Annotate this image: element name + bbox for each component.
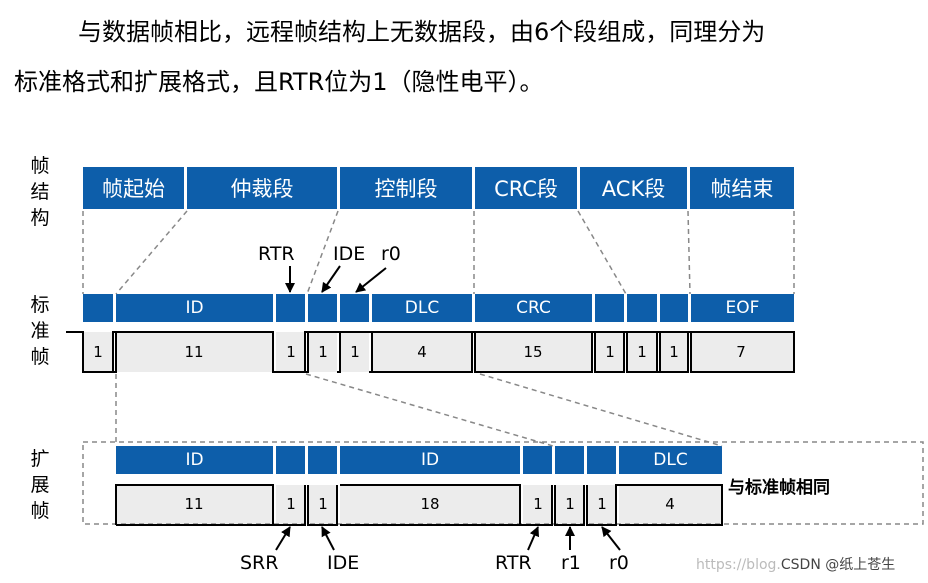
- ext-bits-dlc: 4: [665, 495, 675, 513]
- standard-frame-label: 标 准 帧: [30, 294, 50, 368]
- std-arrows: [285, 265, 387, 293]
- ext-field-id-base: ID: [116, 446, 273, 474]
- segment-crc: CRC段: [475, 167, 577, 209]
- ext-field-r1: [555, 446, 584, 474]
- std-field-rtr: [276, 294, 305, 322]
- std-bits-r0: 1: [350, 343, 360, 361]
- description-line-1: 与数据帧相比，远程帧结构上无数据段，由6个段组成，同理分为: [78, 18, 766, 46]
- ext-bits-ide: 1: [318, 495, 328, 513]
- same-as-standard-note: 与标准帧相同: [728, 478, 830, 498]
- watermark: https://blog.CSDN @纸上苍生: [696, 554, 895, 574]
- std-bits-ack-delim: 1: [669, 343, 679, 361]
- std-bits-id: 11: [184, 343, 204, 361]
- ext-annotation-r0: r0: [609, 552, 629, 574]
- std-field-eof: EOF: [691, 294, 794, 322]
- std-bit-borders: [83, 331, 661, 373]
- ext-field-rtr: [523, 446, 552, 474]
- std-field-crc-delim: [595, 294, 624, 322]
- segment-sof: 帧起始: [83, 167, 184, 209]
- ext-annotation-r1: r1: [561, 552, 581, 574]
- extended-frame-label: 扩 展 帧: [30, 448, 50, 522]
- segment-control: 控制段: [340, 167, 472, 209]
- std-bits-eof: 7: [736, 343, 746, 361]
- ext-bits-id-ext: 18: [420, 495, 440, 513]
- ext-bits-id-base: 11: [184, 495, 204, 513]
- std-bits-dlc: 4: [417, 343, 427, 361]
- watermark-url: https://blog.: [696, 557, 781, 573]
- std-bits-crc-delim: 1: [605, 343, 615, 361]
- std-field-crc: CRC: [475, 294, 592, 322]
- std-field-r0: [340, 294, 369, 322]
- std-bits-sof: 1: [93, 343, 103, 361]
- std-bits-ack: 1: [637, 343, 647, 361]
- std-bits-ide: 1: [318, 343, 328, 361]
- std-bits-crc: 15: [523, 343, 543, 361]
- std-bits-rtr: 1: [286, 343, 296, 361]
- ext-annotation-rtr: RTR: [495, 552, 532, 574]
- segment-arbitration: 仲裁段: [187, 167, 337, 209]
- std-field-ide: [308, 294, 337, 322]
- segment-eof: 帧结束: [690, 167, 794, 209]
- ext-field-srr: [276, 446, 305, 474]
- ext-bits-srr: 1: [286, 495, 296, 513]
- frame-structure-label: 帧 结 构: [30, 155, 50, 229]
- ext-field-r0: [587, 446, 616, 474]
- watermark-text: CSDN @纸上苍生: [780, 557, 896, 573]
- std-field-dlc: DLC: [372, 294, 472, 322]
- ext-annotation-ide: IDE: [327, 552, 360, 574]
- ext-bits-r1: 1: [565, 495, 575, 513]
- ext-annotation-srr: SRR: [240, 552, 279, 574]
- std-bit-shading: [83, 332, 794, 372]
- description-line-2: 标准格式和扩展格式，且RTR位为1（隐性电平）。: [14, 68, 544, 96]
- ext-field-ide: [308, 446, 337, 474]
- segment-ack: ACK段: [580, 167, 687, 209]
- std-annotation-r0: r0: [381, 243, 401, 265]
- std-field-ack-delim: [660, 294, 688, 322]
- ext-waveform: [115, 484, 723, 526]
- std-field-id: ID: [116, 294, 273, 322]
- ext-bits-r0: 1: [597, 495, 607, 513]
- std-annotation-ide: IDE: [333, 243, 366, 265]
- std-annotation-rtr: RTR: [258, 243, 295, 265]
- ext-arrows: [275, 526, 621, 551]
- std-field-sof: [83, 294, 113, 322]
- std-field-ack: [627, 294, 657, 322]
- std-waveform: [66, 331, 795, 373]
- ext-bits-rtr: 1: [533, 495, 543, 513]
- ext-field-id-ext: ID: [340, 446, 520, 474]
- ext-field-dlc: DLC: [619, 446, 722, 474]
- ext-bit-shading: [116, 485, 722, 525]
